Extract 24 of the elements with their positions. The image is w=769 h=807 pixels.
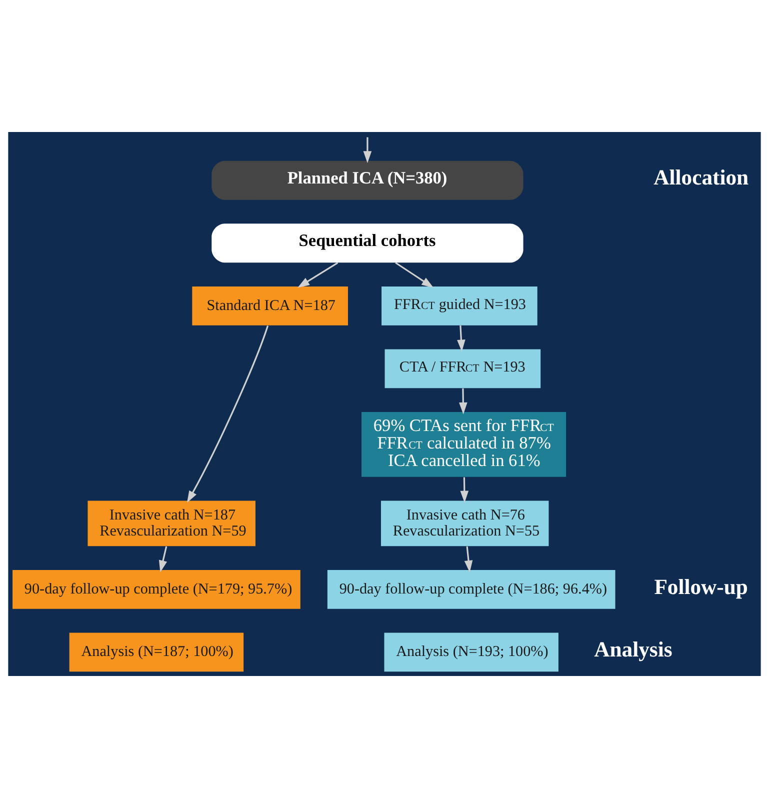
node-box: 69% CTAs sent for FFRCT FFRCT calculated in 87% ICA cancelled in 61% [362,411,566,476]
label: Follow-up [654,574,748,598]
arrow [460,476,469,502]
arrow [464,546,473,572]
label: Allocation [654,165,749,190]
node-box: 90-day follow-up complete (N=179; 95.7%) [12,569,300,608]
node-box: Sequential cohorts [212,223,524,262]
node-box: CTA / FFRCT N=193 [384,348,541,388]
arrow [459,388,468,414]
node-box: Invasive cath N=76 Revascularization N=55 [380,500,549,546]
node-box: Analysis (N=187; 100%) [69,632,244,672]
node-box: Analysis (N=193; 100%) [384,632,558,672]
node-box: FFRCT guided N=193 [382,286,538,325]
arrow [363,136,372,163]
node-box: Planned ICA (N=380) [212,160,524,200]
node-box: Standard ICA N=187 [192,286,348,325]
arrow [186,324,269,502]
node-box: 90-day follow-up complete (N=186; 96.4%) [327,569,616,608]
label: Analysis [594,637,672,662]
arrow [298,262,338,288]
arrow [158,546,168,572]
arrow [395,262,434,288]
arrow [457,324,466,352]
node-box: Invasive cath N=187 Revascularization N=59 [88,500,256,546]
